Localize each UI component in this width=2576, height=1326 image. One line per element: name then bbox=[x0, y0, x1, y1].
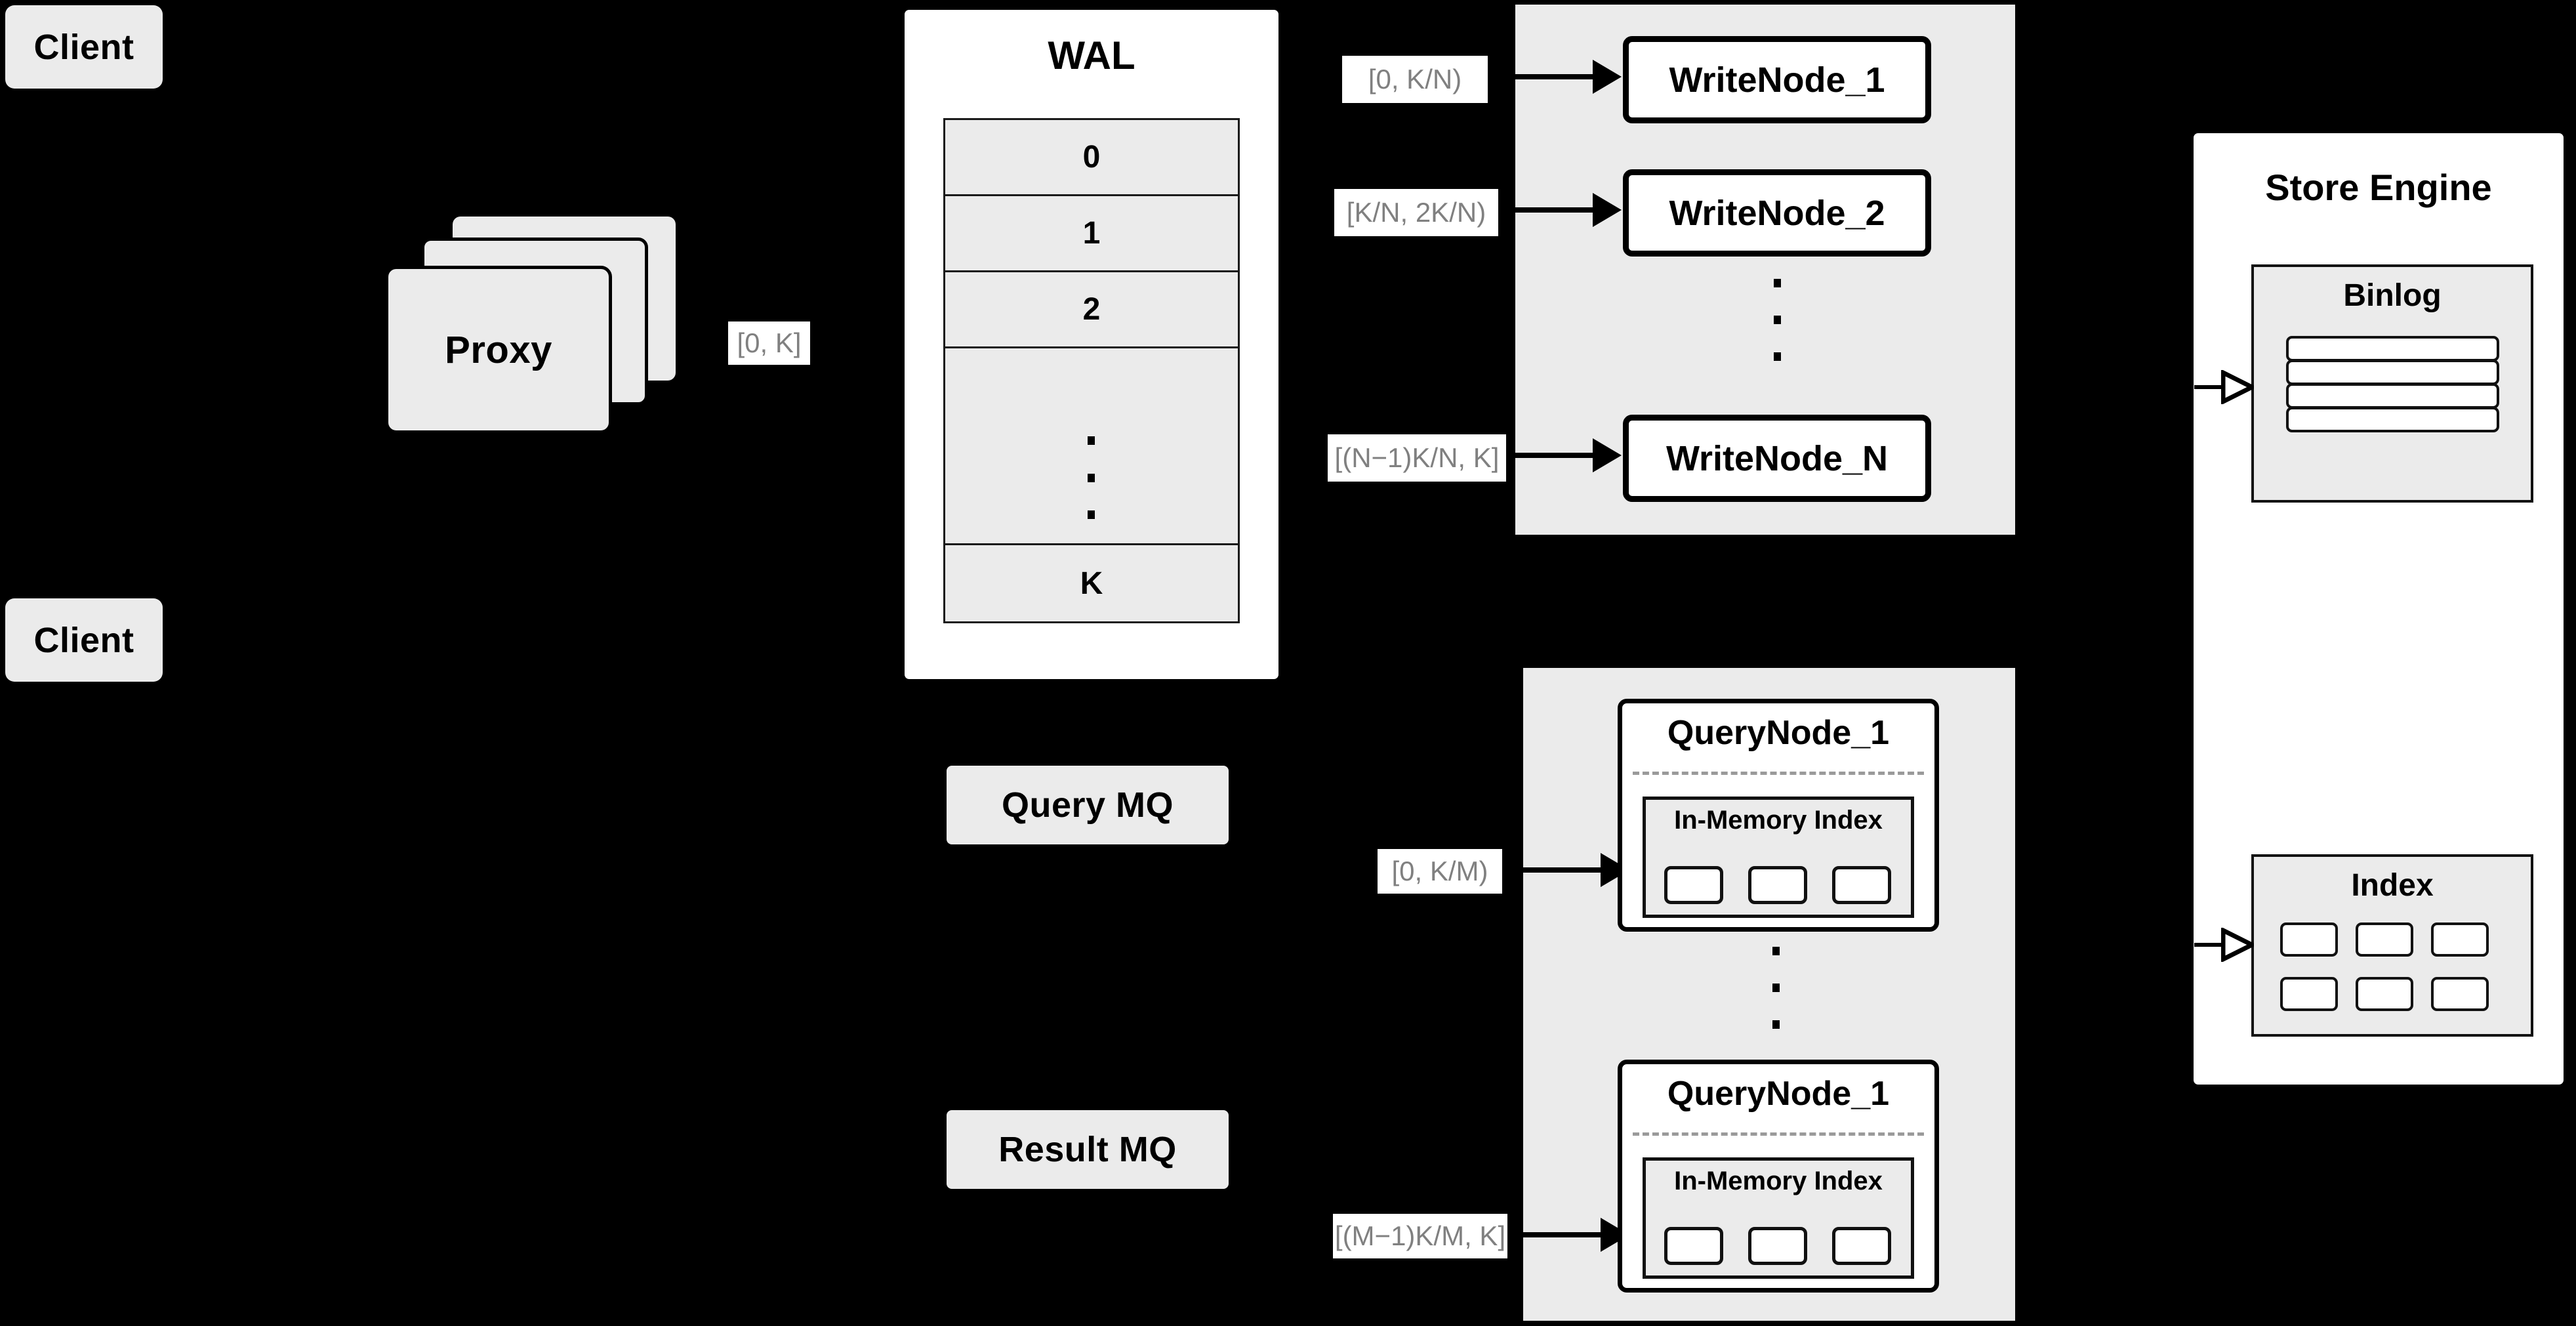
querynode-1-arrow-line bbox=[1523, 867, 1602, 873]
result-mq-box[interactable]: Result MQ bbox=[947, 1110, 1229, 1189]
wal-row-2: 2 bbox=[945, 272, 1238, 348]
proxy-range-label: [0, K] bbox=[728, 321, 810, 365]
querynode-2-index-title: In-Memory Index bbox=[1674, 1167, 1883, 1195]
client-label-1: Client bbox=[33, 27, 134, 67]
querynode-2-index-cell-3 bbox=[1832, 1227, 1891, 1265]
index-arrow-line bbox=[2194, 943, 2222, 947]
writenode-2-arrow-head bbox=[1593, 193, 1622, 227]
binlog-bar-1 bbox=[2286, 336, 2499, 362]
wal-row-k: K bbox=[1080, 566, 1103, 601]
index-cell-6 bbox=[2431, 977, 2489, 1011]
writenode-1-arrow-head bbox=[1593, 60, 1622, 94]
writenode-1-arrow-line bbox=[1515, 74, 1594, 79]
querynode-2-divider bbox=[1633, 1132, 1924, 1136]
writenode-n-box[interactable]: WriteNode_N bbox=[1623, 415, 1931, 502]
querynode-2-index-cell-2 bbox=[1748, 1227, 1807, 1265]
wal-row-0: 0 bbox=[945, 120, 1238, 196]
writenode-n-arrow-line bbox=[1515, 453, 1594, 458]
index-cell-1 bbox=[2280, 922, 2338, 957]
querynode-2-title: QueryNode_1 bbox=[1667, 1075, 1890, 1113]
writenode-1-range-label: [0, K/N) bbox=[1342, 56, 1488, 103]
index-cell-4 bbox=[2280, 977, 2338, 1011]
querynode-2-arrow-line bbox=[1523, 1232, 1602, 1237]
binlog-title: Binlog bbox=[2343, 278, 2442, 313]
querynode-1-index-cell-2 bbox=[1748, 866, 1807, 904]
querynode-1-range-label: [0, K/M) bbox=[1378, 849, 1502, 894]
wal-ellipsis-icon bbox=[1086, 436, 1095, 519]
writenode-2-arrow-line bbox=[1515, 207, 1594, 213]
index-cell-5 bbox=[2356, 977, 2413, 1011]
store-engine-title: Store Engine bbox=[2265, 167, 2492, 208]
writenode-2-range-label: [K/N, 2K/N) bbox=[1334, 189, 1498, 236]
binlog-arrow-head-icon bbox=[2221, 370, 2254, 404]
wal-table: 0 1 2 K bbox=[943, 118, 1240, 623]
proxy-label: Proxy bbox=[445, 328, 552, 371]
querynode-1-index-cell-1 bbox=[1664, 866, 1723, 904]
querynode-2-index-cell-1 bbox=[1664, 1227, 1723, 1265]
index-cell-2 bbox=[2356, 922, 2413, 957]
wal-row-ellipsis bbox=[945, 348, 1238, 545]
querynode-2-range-label: [(M−1)K/M, K] bbox=[1333, 1214, 1507, 1258]
querynode-1-index-title: In-Memory Index bbox=[1674, 806, 1883, 835]
binlog-bar-4 bbox=[2286, 407, 2499, 432]
writenode-n-range-label: [(N−1)K/N, K] bbox=[1328, 434, 1506, 482]
index-title: Index bbox=[2351, 868, 2434, 903]
proxy-box[interactable]: Proxy bbox=[385, 266, 612, 434]
querynode-1-divider bbox=[1633, 772, 1924, 775]
binlog-bar-2 bbox=[2286, 360, 2499, 385]
index-arrow-head-icon bbox=[2221, 928, 2254, 962]
binlog-bar-3 bbox=[2286, 383, 2499, 409]
client-label-2: Client bbox=[33, 620, 134, 660]
querynode-ellipsis-icon bbox=[1771, 947, 1780, 1029]
writenode-ellipsis-icon bbox=[1772, 279, 1782, 361]
writenode-n-arrow-head bbox=[1593, 438, 1622, 472]
wal-row-1: 1 bbox=[945, 196, 1238, 272]
client-box-2[interactable]: Client bbox=[5, 598, 163, 682]
query-mq-box[interactable]: Query MQ bbox=[947, 766, 1229, 844]
client-box-1[interactable]: Client bbox=[5, 5, 163, 89]
querynode-1-title: QueryNode_1 bbox=[1667, 714, 1890, 752]
querynode-1-index-cell-3 bbox=[1832, 866, 1891, 904]
index-cell-3 bbox=[2431, 922, 2489, 957]
wal-title: WAL bbox=[1048, 33, 1135, 77]
writenode-2-box[interactable]: WriteNode_2 bbox=[1623, 169, 1931, 257]
writenode-1-box[interactable]: WriteNode_1 bbox=[1623, 36, 1931, 123]
binlog-arrow-line bbox=[2194, 385, 2222, 389]
